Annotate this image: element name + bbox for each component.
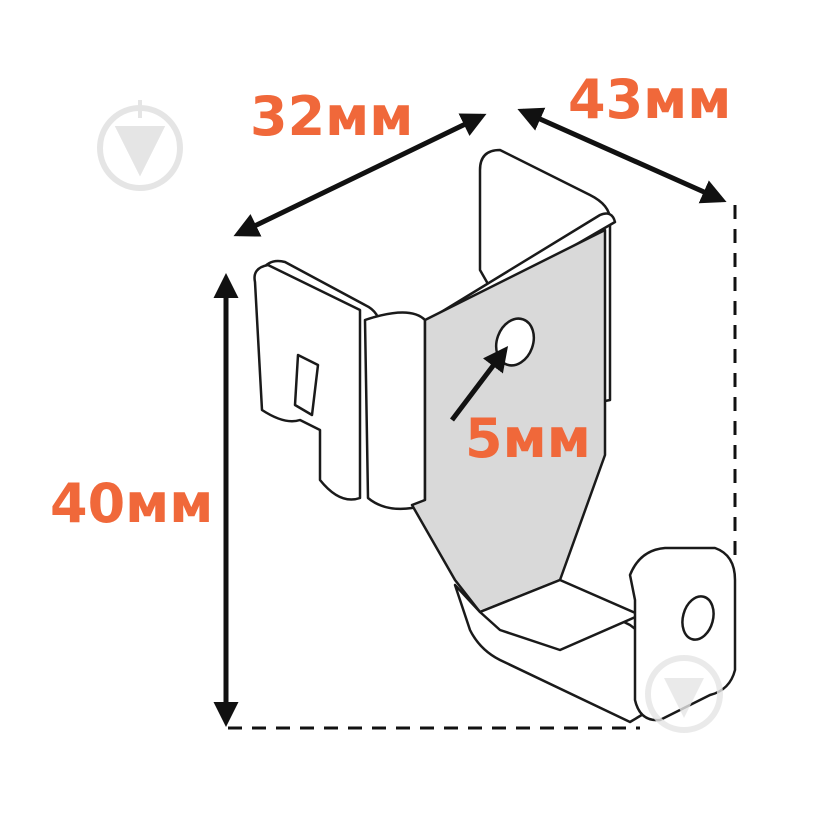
depth-label: 43мм: [568, 68, 731, 131]
height-label: 40мм: [50, 472, 213, 535]
hole-arrow: [450, 346, 509, 422]
bracket-outline: [253, 148, 737, 724]
dimension-arrows: [213, 107, 727, 727]
watermark-logo-icon: [97, 100, 183, 191]
dimension-extension-lines: [228, 205, 737, 730]
depth-arrow: [517, 107, 727, 204]
hole-label: 5мм: [465, 407, 591, 470]
width-label: 32мм: [250, 85, 413, 148]
watermark-logo-icon: [645, 655, 723, 733]
width-arrow: [233, 113, 487, 237]
end-tab-hole: [681, 595, 715, 641]
